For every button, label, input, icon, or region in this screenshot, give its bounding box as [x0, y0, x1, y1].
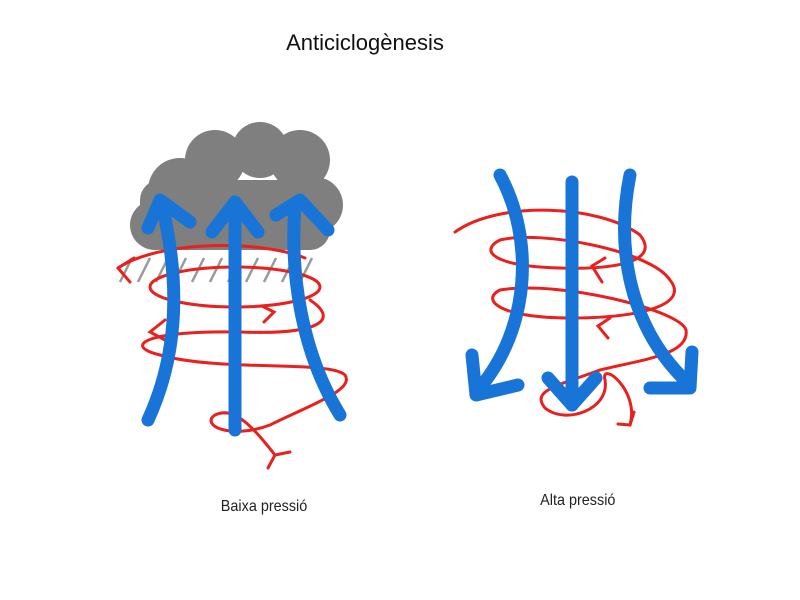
spiral-wind [453, 208, 688, 427]
upward-arrows [141, 193, 347, 437]
diagram-title: Anticiclogènesis [286, 30, 444, 55]
downward-arrows [465, 168, 699, 412]
high-pressure-label: Alta pressió [540, 492, 616, 509]
low-pressure-label: Baixa pressió [220, 498, 308, 515]
high-pressure-diagram [453, 168, 699, 427]
low-pressure-diagram [116, 122, 348, 470]
